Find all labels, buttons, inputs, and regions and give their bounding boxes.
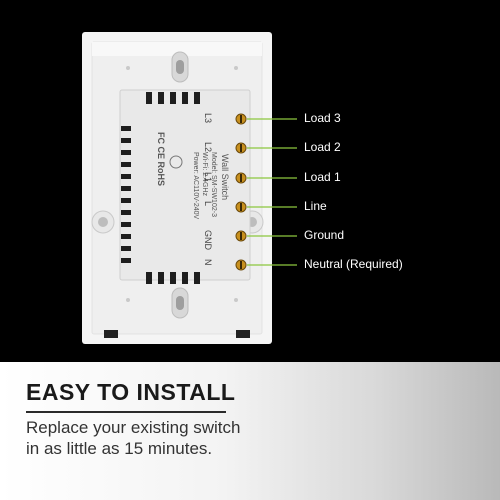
device-model-text: Model: SM-SW102-3 xyxy=(210,152,217,217)
banner-divider xyxy=(26,411,226,413)
screw-slot xyxy=(240,203,242,211)
screw-slot xyxy=(240,261,242,269)
banner-subtitle: Replace your existing switch in as littl… xyxy=(26,417,286,459)
terminal-label: Ground xyxy=(304,228,345,242)
left-vent-ribs xyxy=(121,126,131,263)
faceplate-top-edge xyxy=(92,42,262,56)
terminal-code: L2 xyxy=(203,142,213,152)
corner-pip xyxy=(126,66,130,70)
corner-pip xyxy=(234,298,238,302)
banner-subtitle-line2: in as little as 15 minutes. xyxy=(26,439,213,458)
banner-subtitle-line1: Replace your existing switch xyxy=(26,418,241,437)
terminal-label: Load 2 xyxy=(304,140,341,154)
terminal-code: L1 xyxy=(203,172,213,182)
bottom-clip-left xyxy=(104,330,118,338)
left-boss-hole xyxy=(98,217,108,227)
screw-slot xyxy=(240,174,242,182)
terminal-code: GND xyxy=(203,230,213,251)
wall-switch-illustration: Wall Switch Model: SM-SW102-3 Wi-Fi: 2.4… xyxy=(82,32,297,344)
top-mount-hole xyxy=(176,60,184,74)
terminal-label: Neutral (Required) xyxy=(304,257,403,271)
banner-title: EASY TO INSTALL xyxy=(26,379,236,405)
device-product-name: Wall Switch xyxy=(220,154,230,200)
fcc-mark: FC CE RoHS xyxy=(156,132,166,186)
terminal-code: N xyxy=(203,259,213,266)
terminal-label: Load 3 xyxy=(304,111,341,125)
corner-pip xyxy=(234,66,238,70)
bottom-vent-ribs xyxy=(146,272,200,284)
terminal-code: L3 xyxy=(203,113,213,123)
corner-pip xyxy=(126,298,130,302)
screw-slot xyxy=(240,232,242,240)
device-power-text: Power: AC110V-240V xyxy=(192,152,199,220)
terminal-label: Line xyxy=(304,199,327,213)
terminal-code: L xyxy=(203,201,213,206)
info-banner: EASY TO INSTALL Replace your existing sw… xyxy=(0,362,500,500)
certification-mark xyxy=(169,155,183,169)
terminal-group xyxy=(235,113,297,271)
top-vent-ribs xyxy=(146,92,200,104)
terminal-label: Load 1 xyxy=(304,170,341,184)
screw-slot xyxy=(240,115,242,123)
device-wifi-text: Wi-Fi: 2.4GHz xyxy=(201,152,208,196)
device-printing: Wall Switch Model: SM-SW102-3 Wi-Fi: 2.4… xyxy=(156,132,230,220)
bottom-mount-hole xyxy=(176,296,184,310)
bottom-clip-right xyxy=(236,330,250,338)
screw-slot xyxy=(240,144,242,152)
